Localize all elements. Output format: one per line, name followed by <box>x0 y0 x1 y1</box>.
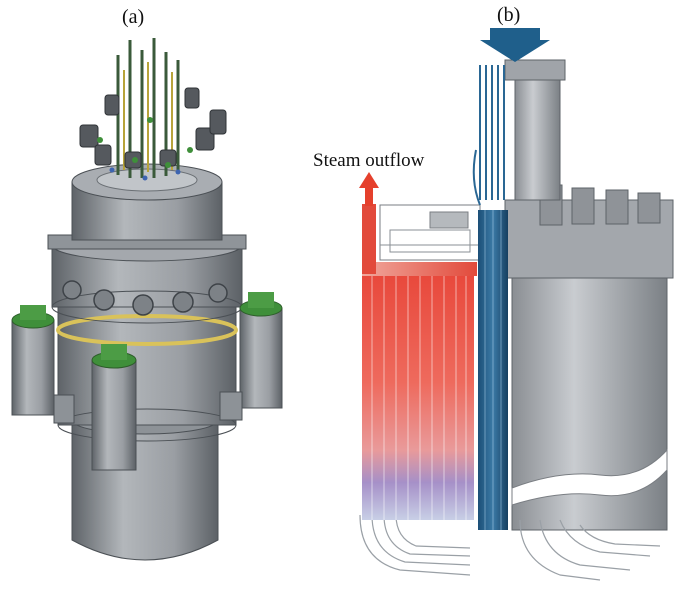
side-generator-left <box>11 305 75 424</box>
reactor-cutaway <box>359 28 674 581</box>
panel-b-label: (b) <box>497 4 521 26</box>
side-generator-front <box>91 344 137 471</box>
panel-a-label: (a) <box>122 6 145 28</box>
side-generator-right <box>219 292 283 421</box>
steam-outflow-label: Steam outflow <box>313 150 425 171</box>
up-arrow-icon <box>359 172 379 206</box>
down-arrow-icon <box>480 28 550 62</box>
reactor-3d-model <box>11 38 283 561</box>
